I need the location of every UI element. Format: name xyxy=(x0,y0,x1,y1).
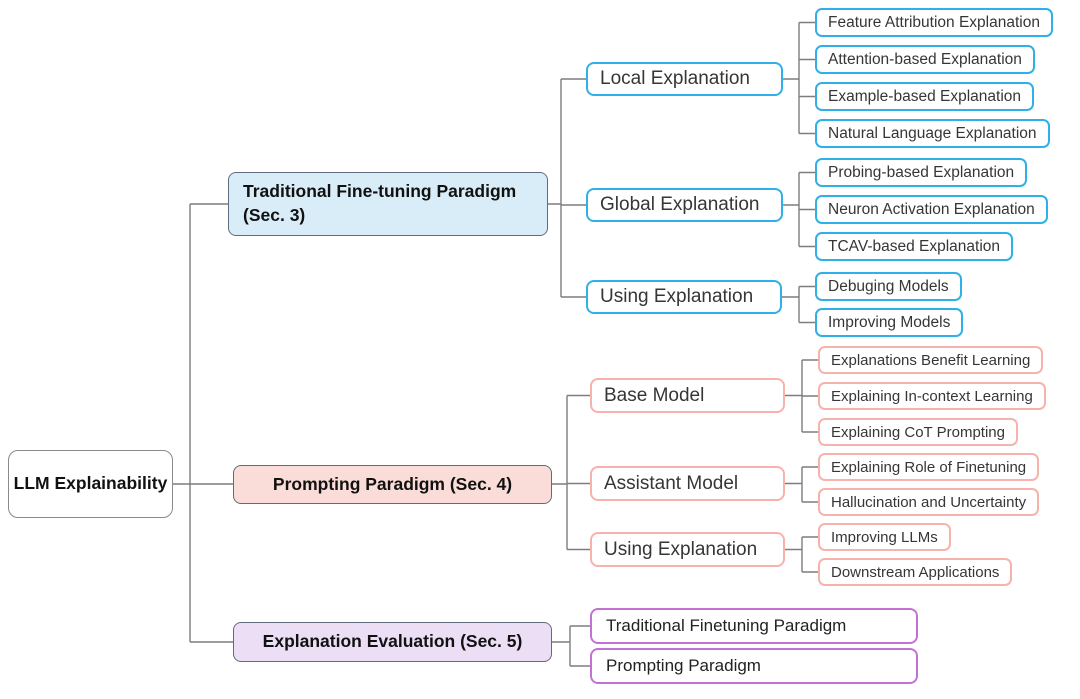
connector-section1 xyxy=(548,78,586,298)
root-label: LLM Explainability xyxy=(13,473,168,494)
node-label: Global Explanation xyxy=(600,194,760,215)
leaf-example-based-explanation: Example-based Explanation xyxy=(815,82,1035,111)
leaf-label: Example-based Explanation xyxy=(828,87,1022,105)
leaf-explaining-cot-prompting: Explaining CoT Prompting xyxy=(818,418,1018,446)
leaf-label: Probing-based Explanation xyxy=(828,163,1015,181)
node-using-explanation-prompting: Using Explanation xyxy=(590,532,785,567)
leaf-label: Debuging Models xyxy=(828,277,949,295)
connector-section3 xyxy=(552,625,590,667)
leaf-label: Explaining In-context Learning xyxy=(831,387,1033,405)
leaf-label: TCAV-based Explanation xyxy=(828,237,1001,255)
branch-label: Explanation Evaluation (Sec. 5) xyxy=(262,631,523,652)
branch-explanation-evaluation: Explanation Evaluation (Sec. 5) xyxy=(233,622,552,662)
node-label: Using Explanation xyxy=(600,286,754,307)
leaf-label: Traditional Finetuning Paradigm xyxy=(606,616,847,635)
leaf-label: Improving LLMs xyxy=(831,528,938,546)
leaf-label: Attention-based Explanation xyxy=(828,50,1022,68)
connector-using-pink xyxy=(785,536,818,573)
leaf-improving-llms: Improving LLMs xyxy=(818,523,951,551)
leaf-eval-traditional-finetuning-paradigm: Traditional Finetuning Paradigm xyxy=(590,608,918,644)
leaf-explaining-role-of-finetuning: Explaining Role of Finetuning xyxy=(818,453,1040,481)
node-label: Using Explanation xyxy=(604,538,758,560)
leaf-feature-attribution-explanation: Feature Attribution Explanation xyxy=(815,8,1053,37)
root-node-llm-explainability: LLM Explainability xyxy=(8,450,173,518)
leaf-tcav-based-explanation: TCAV-based Explanation xyxy=(815,232,1014,261)
connector-using-blue xyxy=(782,285,815,324)
node-local-explanation: Local Explanation xyxy=(586,62,783,96)
leaf-neuron-activation-explanation: Neuron Activation Explanation xyxy=(815,195,1048,224)
leaf-hallucination-and-uncertainty: Hallucination and Uncertainty xyxy=(818,488,1040,516)
node-global-explanation: Global Explanation xyxy=(586,188,783,222)
connector-assistant-model xyxy=(785,466,818,503)
leaf-probing-based-explanation: Probing-based Explanation xyxy=(815,158,1028,187)
leaf-attention-based-explanation: Attention-based Explanation xyxy=(815,45,1035,74)
leaf-label: Hallucination and Uncertainty xyxy=(831,493,1027,511)
node-label: Assistant Model xyxy=(604,472,739,494)
leaf-explaining-in-context-learning: Explaining In-context Learning xyxy=(818,382,1046,410)
branch-traditional-finetuning-paradigm: Traditional Fine-tuning Paradigm (Sec. 3… xyxy=(228,172,548,236)
leaf-label: Feature Attribution Explanation xyxy=(828,13,1040,31)
connector-section2 xyxy=(552,394,590,551)
leaf-improving-models: Improving Models xyxy=(815,308,964,337)
leaf-debuging-models: Debuging Models xyxy=(815,272,962,301)
leaf-label: Natural Language Explanation xyxy=(828,124,1037,142)
connector-base-model xyxy=(785,359,818,433)
connector-local xyxy=(783,21,815,135)
node-base-model: Base Model xyxy=(590,378,785,413)
node-assistant-model: Assistant Model xyxy=(590,466,785,501)
branch-label: Prompting Paradigm (Sec. 4) xyxy=(272,473,513,494)
leaf-natural-language-explanation: Natural Language Explanation xyxy=(815,119,1050,148)
leaf-eval-prompting-paradigm: Prompting Paradigm xyxy=(590,648,918,684)
node-label: Base Model xyxy=(604,384,705,406)
connector-root xyxy=(173,203,233,643)
leaf-downstream-applications: Downstream Applications xyxy=(818,558,1013,586)
node-using-explanation-finetuning: Using Explanation xyxy=(586,280,782,314)
leaf-label: Downstream Applications xyxy=(831,563,1000,581)
leaf-explanations-benefit-learning: Explanations Benefit Learning xyxy=(818,346,1044,374)
leaf-label: Prompting Paradigm xyxy=(606,656,761,675)
branch-label: Traditional Fine-tuning Paradigm (Sec. 3… xyxy=(243,181,517,225)
branch-prompting-paradigm: Prompting Paradigm (Sec. 4) xyxy=(233,465,552,504)
leaf-label: Explaining CoT Prompting xyxy=(831,423,1005,441)
leaf-label: Explaining Role of Finetuning xyxy=(831,458,1027,476)
node-label: Local Explanation xyxy=(600,68,750,89)
connector-global xyxy=(783,171,815,248)
leaf-label: Neuron Activation Explanation xyxy=(828,200,1035,218)
leaf-label: Improving Models xyxy=(828,313,951,331)
leaf-label: Explanations Benefit Learning xyxy=(831,351,1031,369)
